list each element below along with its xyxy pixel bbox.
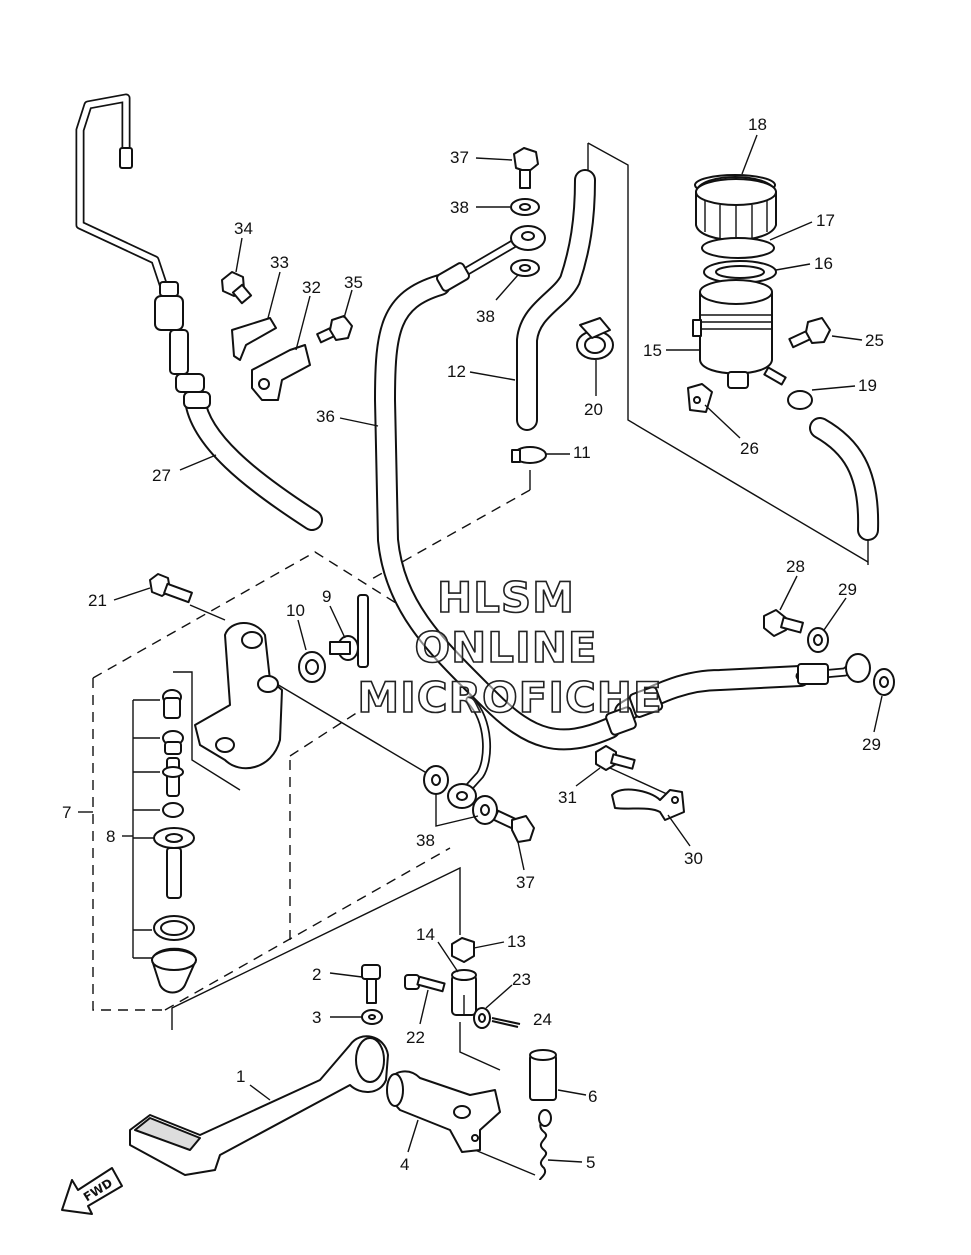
hose-joint-9 [329,594,369,668]
callout-29a: 29 [838,580,857,599]
callout-28: 28 [786,557,805,576]
reference-lines [92,142,869,1176]
washer-29 [807,627,895,696]
callout-19: 19 [858,376,877,395]
hose-clamp-20 [576,317,614,360]
callout-22: 22 [406,1028,425,1047]
cotter-pin-24 [491,1017,521,1028]
callout-35: 35 [344,273,363,292]
callout-32: 32 [302,278,321,297]
callout-15: 15 [643,341,662,360]
callout-23: 23 [512,970,531,989]
callout-16: 16 [814,254,833,273]
clevis-14 [451,969,477,1016]
callout-38a: 38 [450,198,469,217]
callout-30: 30 [684,849,703,868]
clip-19 [763,366,813,410]
reservoir-tank-15 [692,279,773,389]
spring-5 [538,1109,552,1181]
reservoir-cap-18 [694,174,777,241]
pedal-shaft-4 [386,1070,501,1153]
copper-washer-38-top [510,198,540,277]
callout-24: 24 [533,1010,552,1029]
bracket-32 [251,344,311,401]
collar-6 [529,1049,557,1101]
fwd-arrow-icon: FWD [61,1167,123,1215]
watermark-line-2: ONLINE [414,623,597,672]
callout-14: 14 [416,925,435,944]
callout-20: 20 [584,400,603,419]
master-cylinder-body [194,622,283,770]
callout-17: 17 [816,211,835,230]
hose-clamp-33 [231,317,277,361]
pipe-union-fitting [119,147,211,409]
callout-25: 25 [865,331,884,350]
banjo-fitting-lower [423,765,498,825]
callouts: 1 2 3 4 5 6 7 8 9 10 11 12 13 14 15 16 1 [62,115,884,1174]
bolt-25 [788,317,831,349]
callout-11: 11 [573,443,591,462]
callout-38b: 38 [476,307,495,326]
oring-fitting-10 [298,651,326,683]
callout-2: 2 [312,965,321,984]
banjo-fitting-top [435,225,546,292]
watermark-line-1: HLSM [437,573,575,622]
callout-8: 8 [106,827,115,846]
brake-pedal-1 [129,1035,389,1176]
callout-38c: 38 [416,831,435,850]
callout-18: 18 [748,115,767,134]
callout-36: 36 [316,407,335,426]
callout-21: 21 [88,591,107,610]
callout-13: 13 [507,932,526,951]
bolt-2 [361,964,381,1004]
bolt-28 [763,609,804,637]
piston-kit-8 [151,689,197,994]
banjo-bolt-37-lower [492,809,535,843]
bolt-35 [316,315,353,344]
watermark: HLSM ONLINE MICROFICHE [357,572,663,723]
reservoir-plate-17 [701,237,775,259]
callout-33: 33 [270,253,289,272]
callout-34: 34 [234,219,253,238]
hose-clip-11 [511,446,547,464]
pin-22 [404,974,446,993]
washer-23 [473,1007,491,1029]
hose-clamp-30 [611,788,685,821]
washer-3 [361,1009,383,1025]
hose-joint-right [605,663,829,736]
callout-37b: 37 [516,873,535,892]
callout-5: 5 [586,1153,595,1172]
callout-29b: 29 [862,735,881,754]
watermark-line-3: MICROFICHE [357,673,662,722]
nut-13 [451,937,475,963]
callout-27: 27 [152,466,171,485]
bolt-34 [221,271,253,305]
callout-1: 1 [236,1067,245,1086]
callout-9: 9 [322,587,331,606]
callout-31: 31 [558,788,577,807]
callout-4: 4 [400,1155,409,1174]
bolt-31 [595,745,636,771]
banjo-bolt-37-top [513,147,539,189]
callout-6: 6 [588,1087,597,1106]
callout-37a: 37 [450,148,469,167]
callout-7: 7 [62,803,71,822]
callout-12: 12 [447,362,466,381]
callout-26: 26 [740,439,759,458]
callout-10: 10 [286,601,305,620]
callout-3: 3 [312,1008,321,1027]
bolt-21 [149,573,193,604]
